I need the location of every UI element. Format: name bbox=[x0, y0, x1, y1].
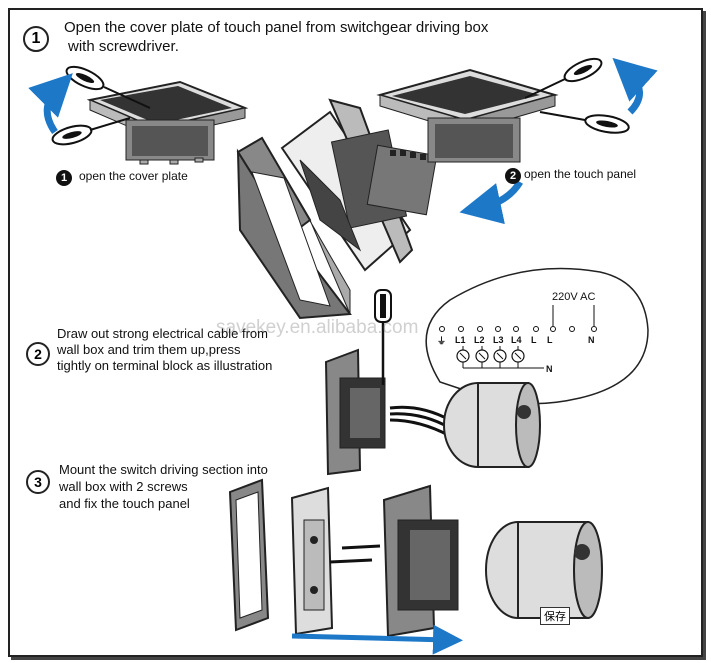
substep-number: 2 bbox=[505, 168, 521, 184]
rotate-arrow-icon bbox=[28, 73, 73, 135]
terminal-dot bbox=[477, 326, 483, 332]
terminal-label: L3 bbox=[493, 335, 504, 345]
terminal-label: L bbox=[547, 335, 553, 345]
rotate-arrow-icon bbox=[459, 180, 524, 225]
rotate-arrow-icon bbox=[612, 57, 658, 115]
screwdriver-icon bbox=[65, 65, 151, 109]
terminal-label: L2 bbox=[474, 335, 485, 345]
terminal-dot bbox=[439, 326, 445, 332]
step-text-line: wall box with 2 screws bbox=[59, 479, 188, 494]
touch-panel-unit-illustration bbox=[376, 68, 559, 163]
step-text-line: and fix the touch panel bbox=[59, 496, 190, 511]
substep-label: open the touch panel bbox=[524, 167, 637, 181]
screwdriver-icon bbox=[539, 111, 630, 134]
step-text-line: Draw out strong electrical cable from bbox=[57, 326, 268, 341]
terminal-label: L4 bbox=[511, 335, 522, 345]
wall-plate-assembled-illustration bbox=[382, 484, 459, 638]
direction-arrow-icon bbox=[291, 624, 463, 655]
terminal-label: L1 bbox=[455, 335, 466, 345]
lamp-cross-icon bbox=[496, 352, 504, 360]
wall-plate-illustration bbox=[324, 348, 386, 476]
terminal-dot bbox=[458, 326, 464, 332]
corner-badge: 保存 bbox=[540, 607, 570, 625]
wall-box-illustration bbox=[485, 521, 603, 619]
lamp-cross-icon bbox=[478, 352, 486, 360]
step-number: 3 bbox=[26, 470, 50, 494]
lamp-cross-icon bbox=[459, 352, 467, 360]
terminal-dot bbox=[569, 326, 575, 332]
wiring-callout-bubble bbox=[425, 267, 649, 405]
terminal-dot bbox=[533, 326, 539, 332]
driving-section-illustration bbox=[290, 486, 334, 636]
step-number: 1 bbox=[23, 26, 49, 52]
screwdriver-icon bbox=[51, 117, 131, 146]
touch-panel-face-illustration bbox=[228, 478, 270, 632]
substep-number: 1 bbox=[56, 170, 72, 186]
ground-symbol: ⏚ bbox=[437, 336, 446, 346]
cable-bundle-illustration bbox=[389, 405, 451, 438]
substep-label: open the cover plate bbox=[79, 169, 188, 183]
terminal-dot bbox=[550, 326, 556, 332]
screwdriver-icon bbox=[374, 289, 392, 385]
terminal-label: L bbox=[531, 335, 537, 345]
terminal-dot bbox=[495, 326, 501, 332]
supply-voltage-label: 220V AC bbox=[552, 291, 596, 303]
lamp-cross-icon bbox=[514, 352, 522, 360]
wall-box-illustration bbox=[443, 382, 541, 468]
watermark: savekey.en.alibaba.com bbox=[216, 317, 419, 338]
screwdriver-icon bbox=[524, 57, 603, 99]
mounting-screw-icon bbox=[329, 544, 381, 564]
step-text-line: Mount the switch driving section into bbox=[59, 462, 268, 477]
terminal-dot bbox=[513, 326, 519, 332]
step-text-line: tightly on terminal block as illustratio… bbox=[57, 358, 273, 373]
step-text-line: with screwdriver. bbox=[68, 38, 179, 55]
terminal-dot bbox=[591, 326, 597, 332]
step-number: 2 bbox=[26, 342, 50, 366]
panel-assembly-illustration bbox=[280, 98, 438, 272]
terminal-label: N bbox=[588, 335, 595, 345]
cover-frame-illustration bbox=[236, 136, 352, 320]
cover-plate-illustration bbox=[86, 80, 249, 165]
neutral-label: N bbox=[546, 364, 553, 374]
step-text-line: wall box and trim them up,press bbox=[57, 342, 241, 357]
step-text-line: Open the cover plate of touch panel from… bbox=[64, 19, 489, 36]
